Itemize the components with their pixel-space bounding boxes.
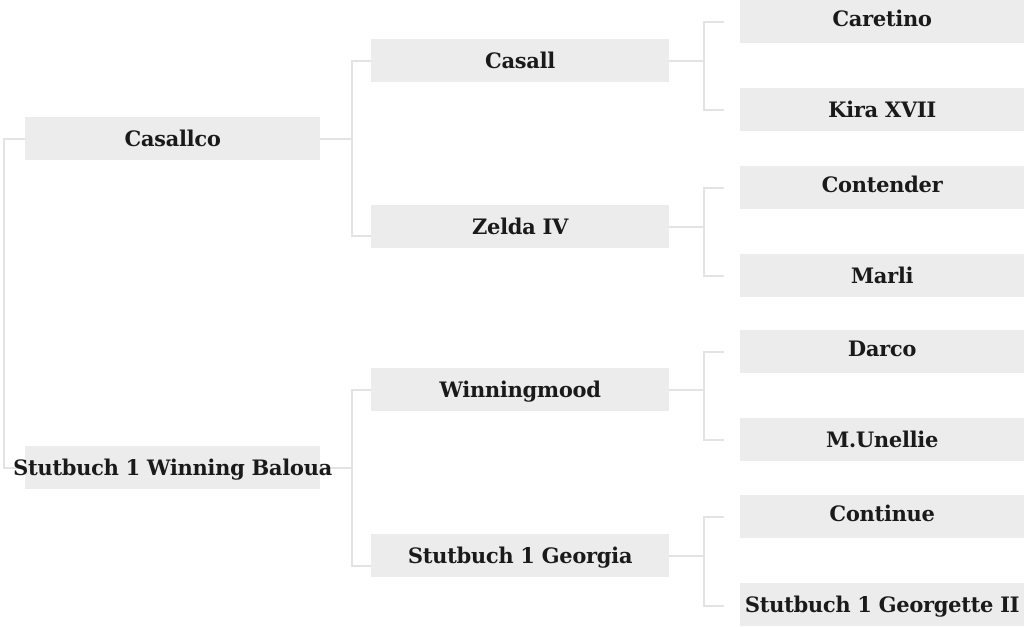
connector-line [703, 351, 724, 353]
sire-dam-box[interactable]: Zelda IV [371, 205, 669, 248]
dam-sire-dam-box[interactable]: M.Unellie [740, 418, 1024, 461]
connector-line [669, 555, 703, 557]
connector-line [351, 389, 353, 566]
connector-line [351, 60, 371, 62]
connector-line [669, 226, 703, 228]
connector-line [703, 605, 724, 607]
connector-line [320, 138, 351, 140]
connector-line [703, 275, 724, 277]
dam-sire-box[interactable]: Winningmood [371, 368, 669, 411]
sire-sire-box[interactable]: Casall [371, 39, 669, 82]
dam-dam-sire-box[interactable]: Continue [740, 495, 1024, 538]
sire-dam-sire-box[interactable]: Contender [740, 166, 1024, 209]
sire-box[interactable]: Casallco [25, 117, 320, 160]
connector-line [351, 60, 353, 236]
sire-sire-sire-box[interactable]: Caretino [740, 0, 1024, 43]
connector-line [703, 187, 705, 276]
connector-line [703, 21, 724, 23]
sire-sire-dam-box[interactable]: Kira XVII [740, 88, 1024, 131]
connector-line [351, 389, 371, 391]
dam-sire-sire-box[interactable]: Darco [740, 330, 1024, 373]
connector-line [669, 389, 703, 391]
connector-line [351, 565, 371, 567]
dam-dam-dam-box[interactable]: Stutbuch 1 Georgette II [740, 583, 1024, 626]
connector-line [669, 60, 703, 62]
connector-line [3, 467, 25, 469]
dam-box[interactable]: Stutbuch 1 Winning Baloua [13, 446, 332, 489]
connector-line [703, 109, 724, 111]
dam-dam-box[interactable]: Stutbuch 1 Georgia [371, 534, 669, 577]
connector-line [3, 138, 5, 468]
connector-line [703, 187, 724, 189]
connector-line [703, 21, 705, 110]
connector-line [703, 351, 705, 440]
connector-line [703, 516, 705, 606]
connector-line [320, 467, 351, 469]
connector-line [703, 439, 724, 441]
connector-line [703, 516, 724, 518]
connector-line [351, 235, 371, 237]
sire-dam-dam-box[interactable]: Marli [740, 254, 1024, 297]
connector-line [3, 138, 25, 140]
